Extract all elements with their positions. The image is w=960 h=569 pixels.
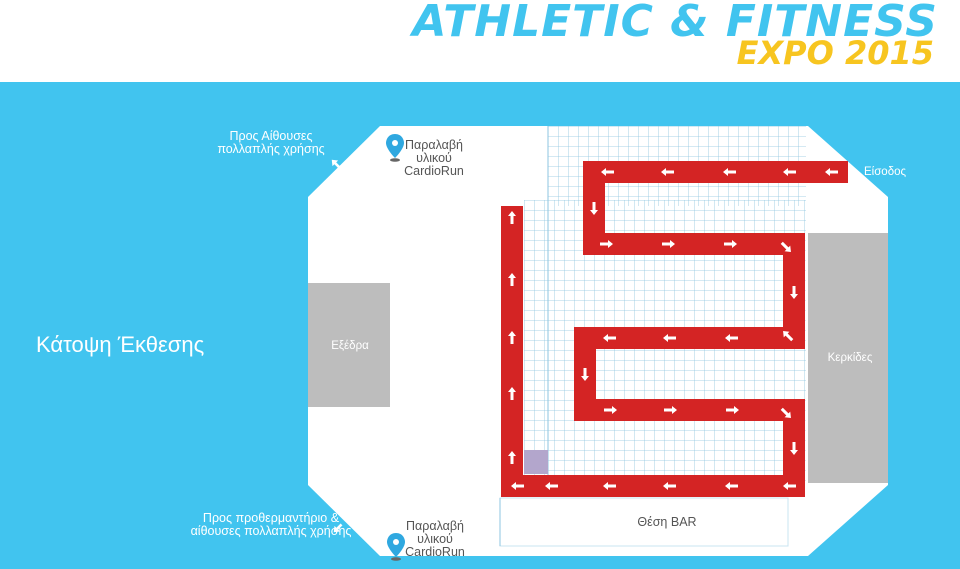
bar-area bbox=[499, 497, 789, 547]
label-bar: Θέση BAR bbox=[637, 515, 697, 529]
running-track bbox=[501, 161, 848, 497]
label-pickup-top: Παραλαβή υλικού CardioRun bbox=[404, 138, 464, 178]
label-to-warmup: Προς προθερμαντήριο & αίθουσες πολλαπλής… bbox=[190, 511, 352, 538]
label-entrance: Είσοδος bbox=[863, 166, 907, 178]
expo-title: ATHLETIC & FITNESS bbox=[412, 0, 938, 47]
expo-year: EXPO 2015 bbox=[736, 34, 934, 72]
arrow-up-left-icon bbox=[331, 159, 341, 169]
label-exedra: Εξέδρα bbox=[331, 340, 369, 352]
header: ATHLETIC & FITNESS EXPO 2015 bbox=[0, 0, 960, 82]
marker-square bbox=[524, 450, 548, 474]
plan-title: Κάτοψη Έκθεσης bbox=[36, 332, 205, 357]
map-pin-icon bbox=[387, 533, 405, 561]
map-pin-icon bbox=[386, 134, 404, 162]
arrow-down-left-icon bbox=[333, 523, 343, 533]
label-stands: Κερκίδες bbox=[827, 352, 873, 364]
stands-block bbox=[808, 233, 888, 483]
label-pickup-bottom: Παραλαβή υλικού CardioRun bbox=[405, 519, 465, 559]
label-to-multipurpose-rooms: Προς Αίθουσες πολλαπλής χρήσης bbox=[217, 129, 325, 156]
exedra-block bbox=[308, 283, 390, 407]
